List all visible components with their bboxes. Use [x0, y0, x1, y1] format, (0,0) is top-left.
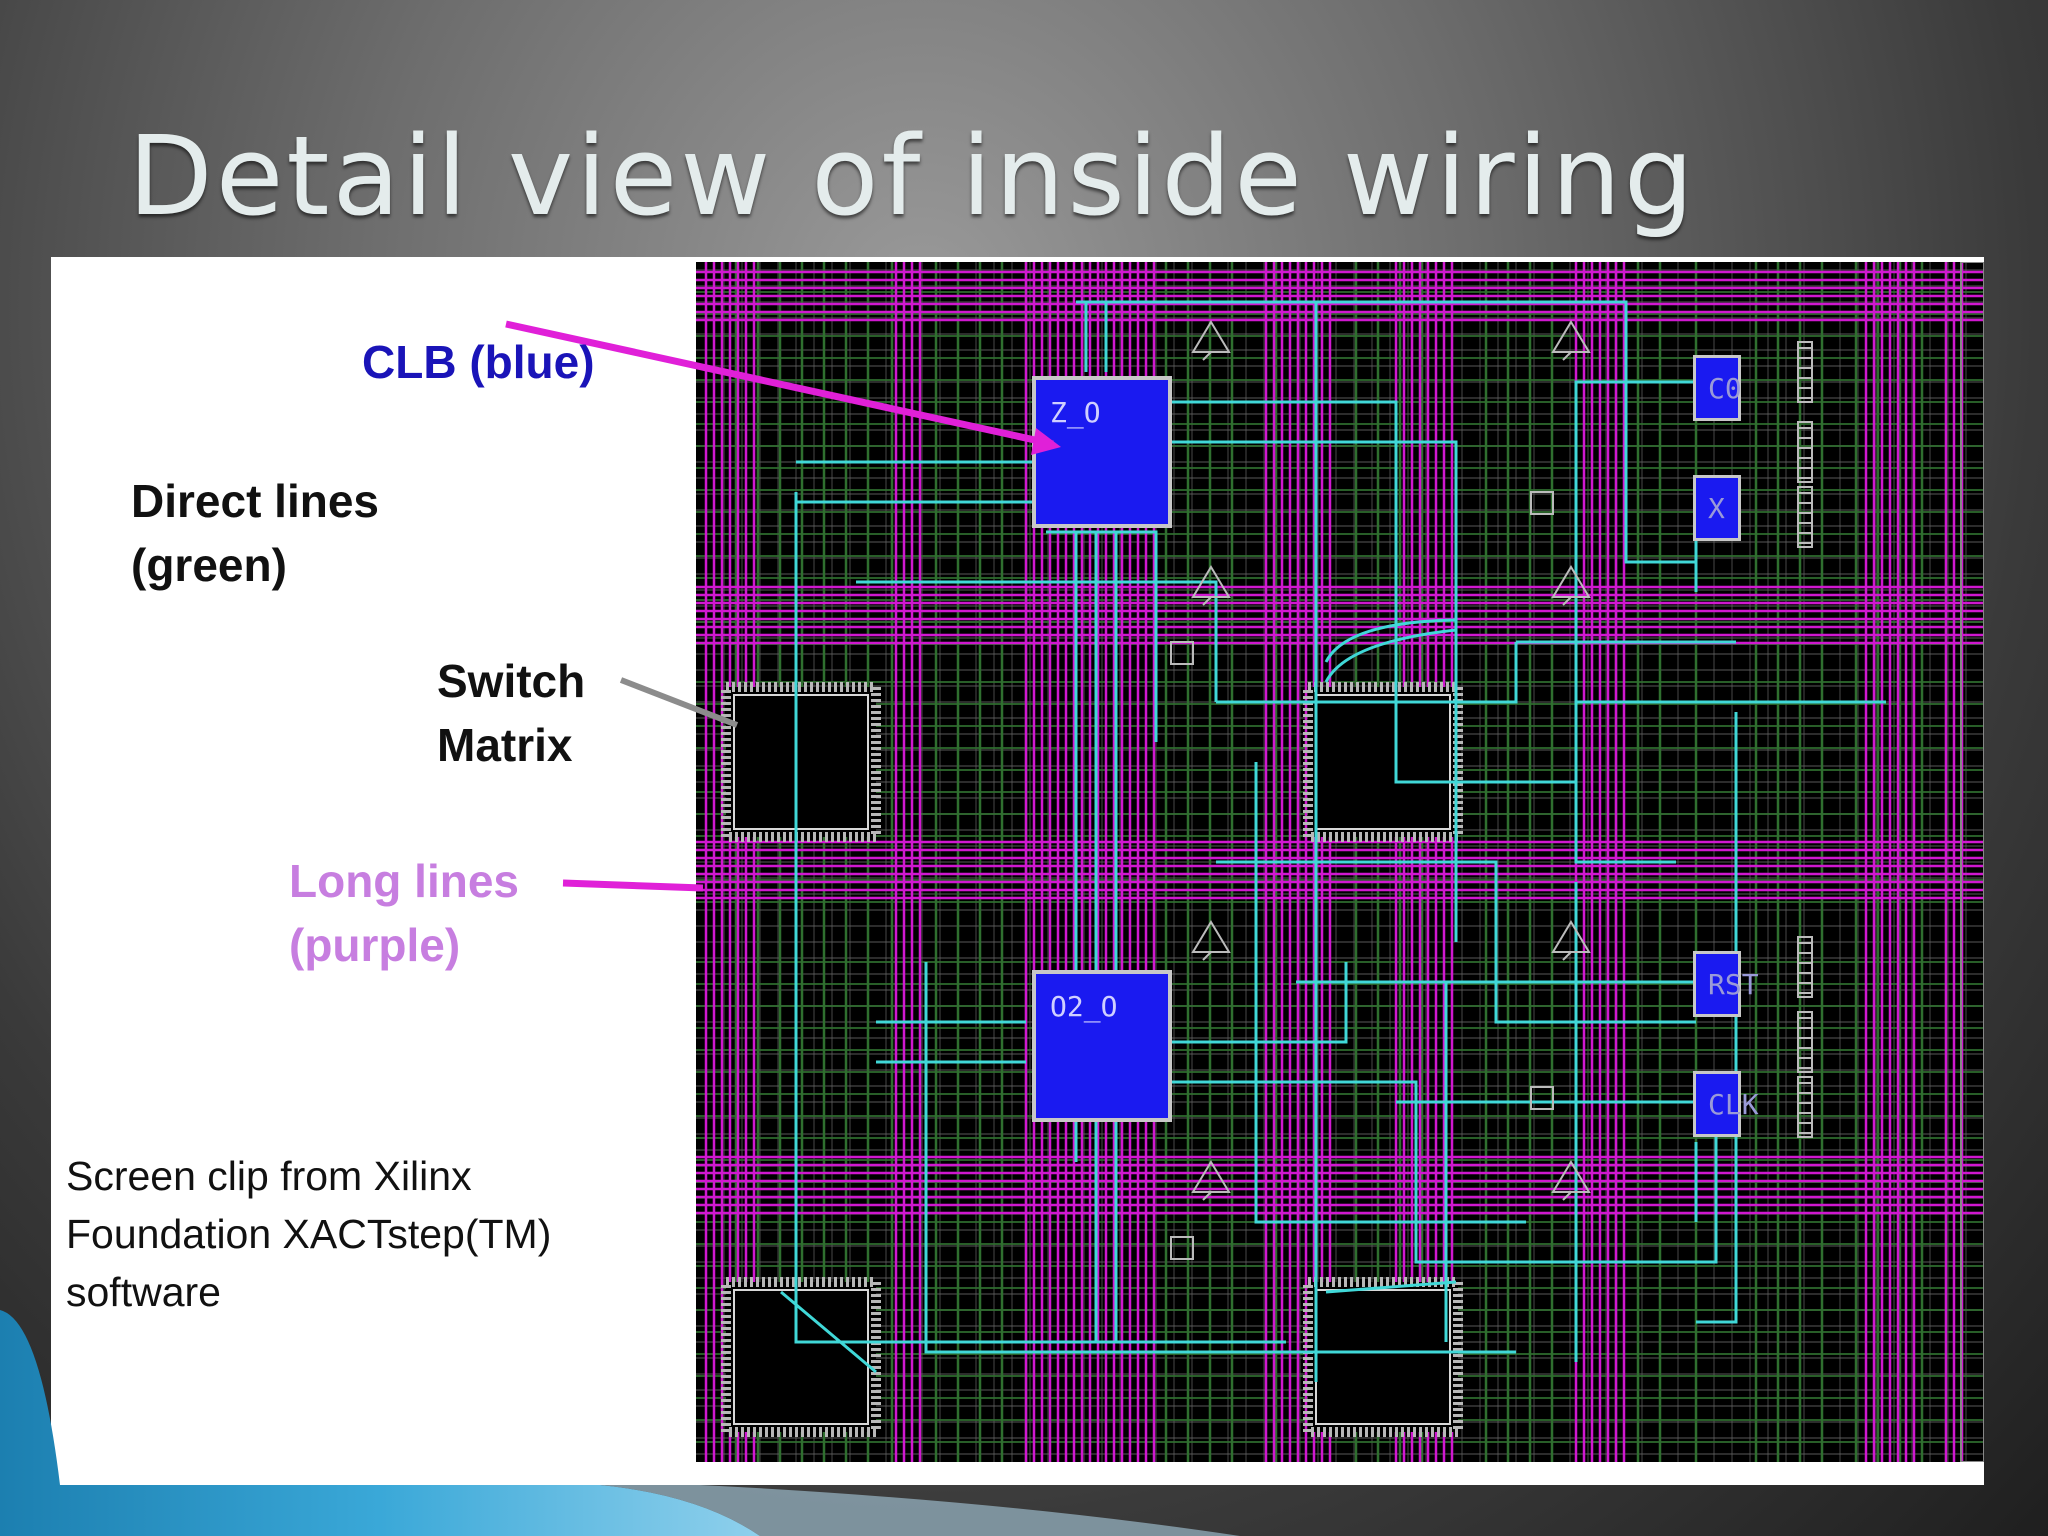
net — [856, 580, 1736, 704]
net — [1216, 762, 1736, 1224]
swoosh-light — [600, 1485, 1240, 1536]
buffer-symbol — [1191, 920, 1231, 961]
decorative-swoosh — [0, 1310, 1240, 1536]
io-label: CLK — [1708, 1088, 1759, 1121]
io-block: C0 — [1693, 355, 1742, 421]
buffer-symbol — [1191, 320, 1231, 361]
buffer-symbol — [1551, 1160, 1591, 1201]
io-blocks: C0X RST CLK — [1693, 355, 1759, 1137]
io-body — [1696, 1074, 1738, 1134]
connector-stack — [1797, 1011, 1813, 1073]
net — [1136, 962, 1718, 1264]
connector-stack — [1797, 341, 1813, 403]
buffer-symbol — [1551, 920, 1591, 961]
net — [876, 962, 1696, 1354]
net — [1076, 300, 1696, 1382]
switch-matrix — [721, 682, 881, 842]
pad-symbol — [1530, 1086, 1554, 1110]
switch-matrix-inner — [1315, 694, 1451, 830]
net — [1324, 618, 1457, 683]
io-body — [1696, 954, 1738, 1014]
switch-matrix-inner — [1315, 1289, 1451, 1425]
interconnect-nets — [780, 300, 1886, 1382]
switch-matrices — [721, 682, 1463, 1437]
switch-matrix — [1303, 682, 1463, 842]
right-border — [1960, 262, 1984, 1462]
buffer-symbol — [1191, 565, 1231, 606]
label-switch-line1: Switch — [437, 655, 586, 707]
small-symbols — [1170, 320, 1591, 1260]
io-block: X — [1693, 475, 1741, 541]
net — [1136, 400, 1886, 942]
io-body — [1696, 358, 1738, 418]
buffer-symbol — [1191, 1160, 1231, 1201]
io-body — [1696, 478, 1738, 538]
clb-label: Z_O — [1050, 396, 1101, 430]
io-label: RST — [1708, 968, 1759, 1001]
net — [780, 1280, 1457, 1374]
pad-symbol — [1170, 641, 1194, 665]
connector-body — [1797, 1076, 1813, 1138]
label-direct-lines: Direct lines (green) — [131, 469, 379, 597]
connector-stack — [1797, 421, 1813, 483]
switch-matrix — [1303, 1277, 1463, 1437]
label-long-line2: (purple) — [289, 919, 461, 971]
buffer-symbol — [1551, 320, 1591, 361]
label-clb: CLB (blue) — [362, 336, 595, 388]
clb-label: O2_O — [1050, 990, 1117, 1024]
io-block: CLK — [1693, 1071, 1759, 1137]
right-connectors — [1797, 262, 1984, 1462]
caption-line3: software — [66, 1269, 221, 1315]
label-switch-line2: Matrix — [437, 719, 573, 771]
label-switch-matrix: Switch Matrix — [437, 649, 585, 777]
pad-symbol — [1530, 491, 1554, 515]
long-lines-pointer — [562, 879, 704, 892]
clb-block: O2_O — [1032, 970, 1172, 1122]
connector-body — [1797, 341, 1813, 403]
label-direct-line2: (green) — [131, 539, 287, 591]
caption-line2: Foundation XACTstep(TM) — [66, 1211, 552, 1257]
source-caption: Screen clip from Xilinx Foundation XACTs… — [66, 1147, 551, 1321]
io-block: RST — [1693, 951, 1759, 1017]
connector-stack — [1797, 936, 1813, 998]
connector-stack — [1797, 1076, 1813, 1138]
io-label: X — [1708, 492, 1725, 525]
swoosh-blue — [0, 1310, 760, 1536]
caption-line1: Screen clip from Xilinx — [66, 1153, 472, 1199]
switch-matrix-inner — [733, 694, 869, 830]
io-label: C0 — [1708, 372, 1742, 405]
net — [794, 460, 1286, 1344]
slide-title: Detail view of inside wiring — [128, 112, 1697, 240]
connector-body — [1797, 421, 1813, 483]
pad-symbol — [1170, 1236, 1194, 1260]
net — [1444, 712, 1738, 1342]
connector-stack — [1797, 486, 1813, 548]
label-long-line1: Long lines — [289, 855, 519, 907]
wiring-diagram: Z_O O2_O C0X RST CLK — [696, 262, 1984, 1462]
switch-matrix-inner — [733, 1289, 869, 1425]
connector-body — [1797, 486, 1813, 548]
buffer-symbol — [1551, 565, 1591, 606]
clb-block: Z_O — [1032, 376, 1172, 528]
label-direct-line1: Direct lines — [131, 475, 379, 527]
connector-body — [1797, 1011, 1813, 1073]
connector-body — [1797, 936, 1813, 998]
clb-body — [1036, 974, 1168, 1118]
net — [1046, 530, 1158, 1342]
label-long-lines: Long lines (purple) — [289, 849, 519, 977]
